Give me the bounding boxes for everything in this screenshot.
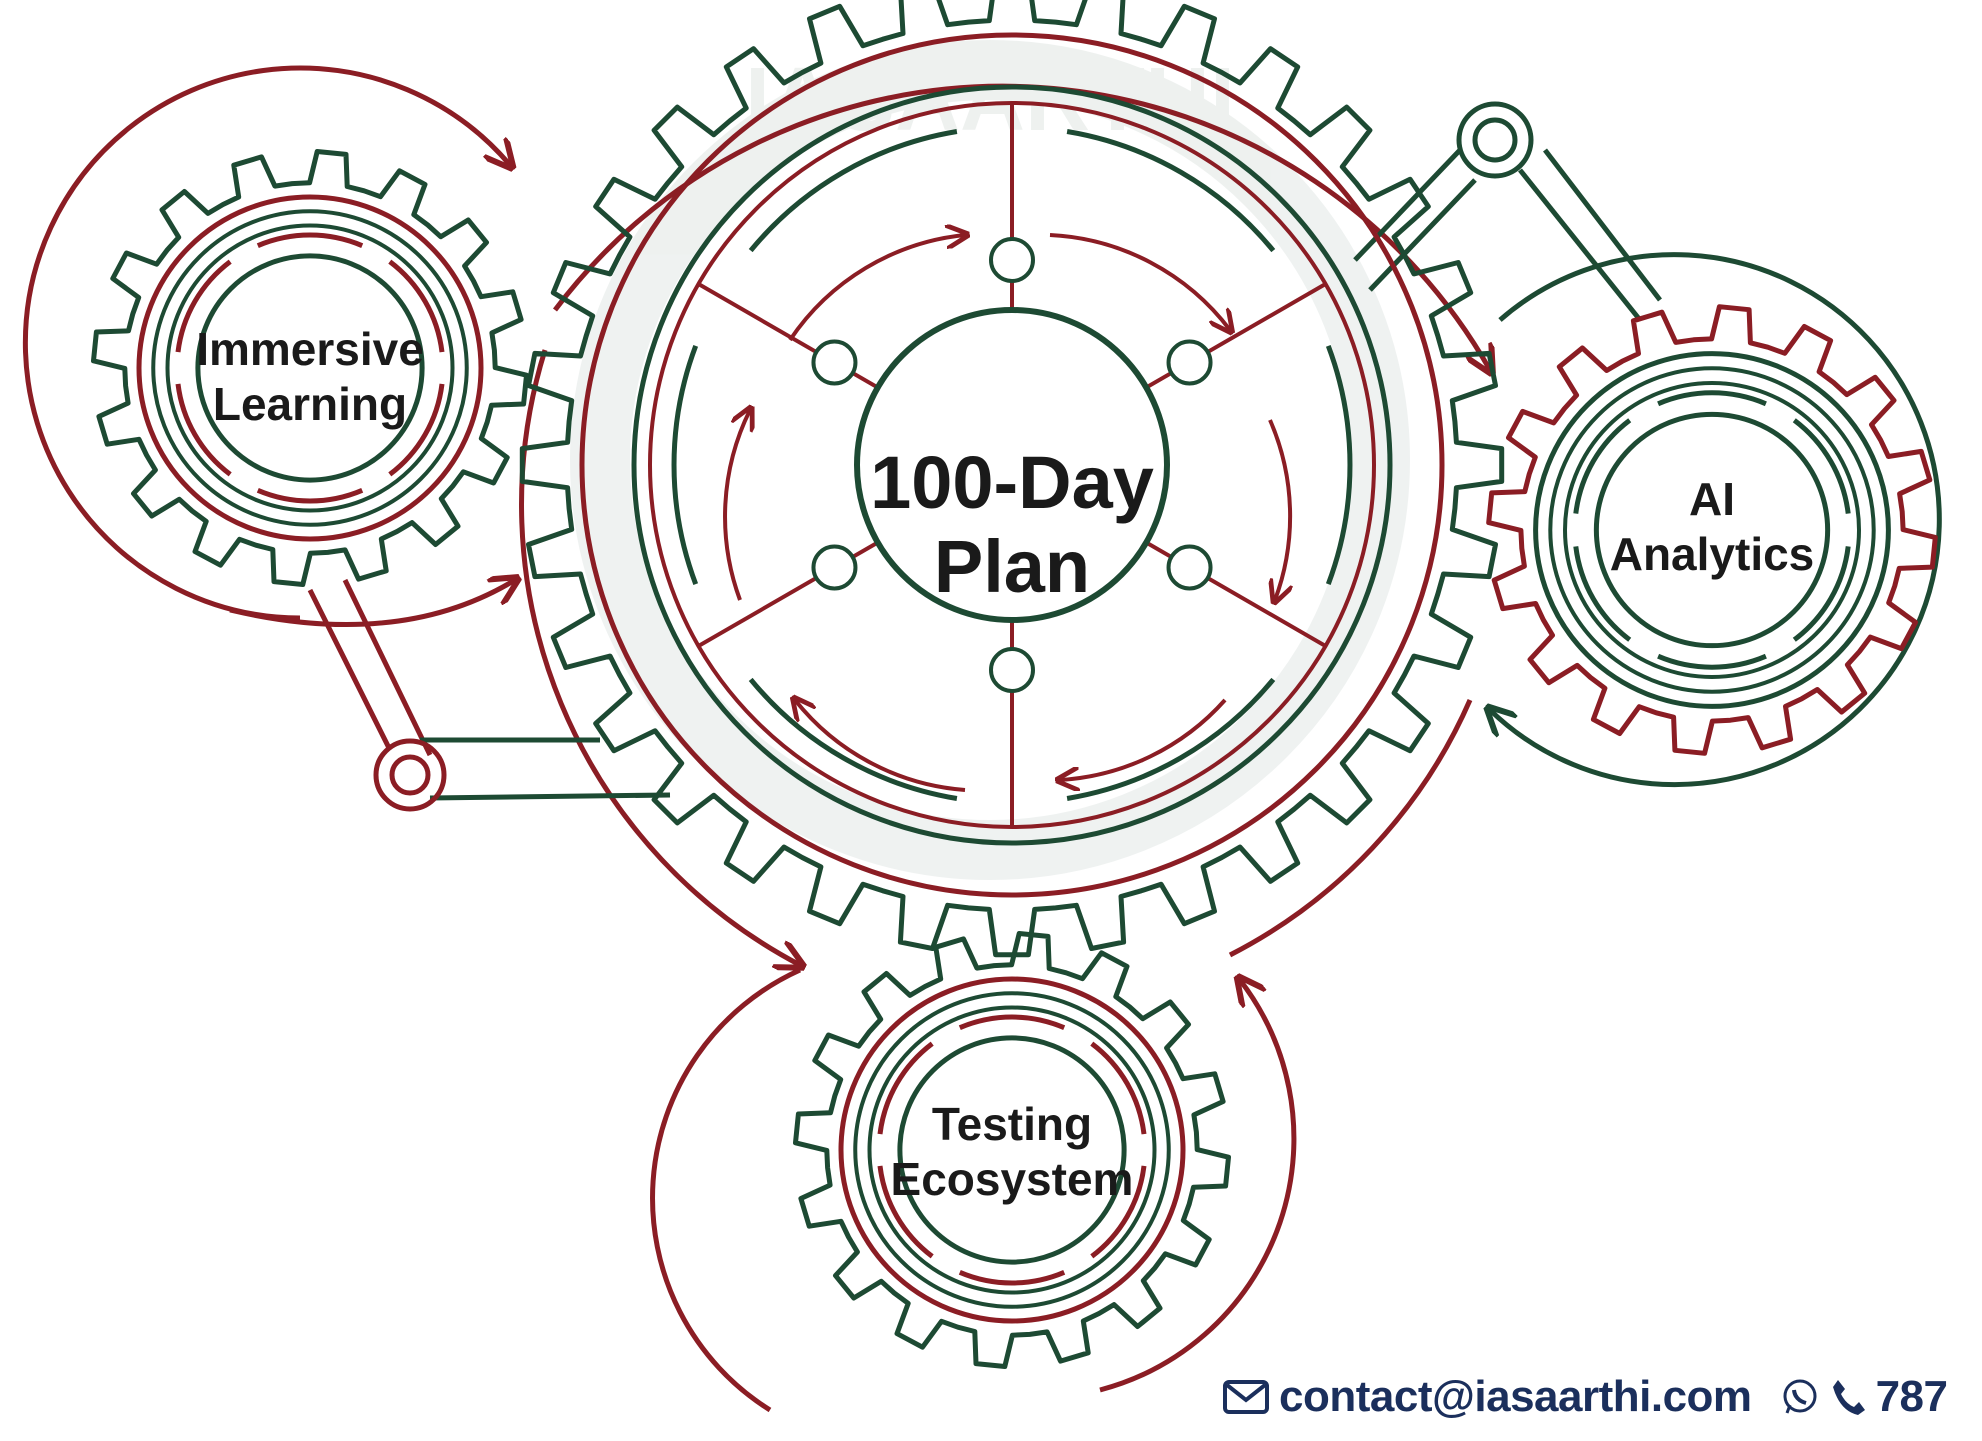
envelope-icon	[1223, 1379, 1269, 1414]
center-gear	[519, 0, 1505, 958]
linkage-left	[307, 578, 671, 812]
email-contact[interactable]: contact@iasaarthi.com	[1223, 1372, 1752, 1422]
analytics-gear-label: AI Analytics	[1610, 473, 1815, 580]
testing-right-arrow	[1099, 980, 1297, 1393]
phone-contact[interactable]: 787	[1780, 1372, 1948, 1422]
email-text[interactable]: contact@iasaarthi.com	[1279, 1371, 1752, 1421]
phone-text[interactable]: 787	[1875, 1371, 1948, 1421]
immersive-lower-arrow	[229, 580, 515, 627]
immersive-label-line2: Learning	[213, 378, 407, 430]
orbit-arrows	[22, 65, 1942, 1413]
contact-footer: contact@iasaarthi.com 787	[1195, 1352, 1982, 1441]
analytics-label-line2: Analytics	[1610, 528, 1815, 580]
immersive-gear-label: Immersive Learning	[196, 323, 424, 430]
phone-icon	[1832, 1379, 1865, 1415]
center-right-arrow	[1228, 698, 1473, 958]
ai-analytics-gear	[1486, 304, 1938, 756]
center-label-line2: Plan	[934, 525, 1090, 608]
center-label-line1: 100-Day	[870, 441, 1154, 524]
testing-label-line1: Testing	[932, 1098, 1092, 1150]
testing-ecosystem-gear	[793, 931, 1231, 1369]
analytics-orbit-arrow	[1490, 252, 1942, 788]
center-gear-label: 100-Day Plan	[870, 441, 1154, 608]
immersive-learning-gear	[91, 149, 529, 587]
testing-orbit-arrow	[650, 967, 802, 1413]
analytics-label-line1: AI	[1689, 473, 1735, 525]
testing-label-line2: Ecosystem	[891, 1153, 1134, 1205]
immersive-orbit-arrow	[22, 65, 510, 621]
whatsapp-icon	[1783, 1379, 1817, 1414]
center-rotation-arrows	[723, 235, 1290, 790]
testing-gear-label: Testing Ecosystem	[891, 1098, 1134, 1205]
immersive-label-line1: Immersive	[196, 323, 424, 375]
linkage-right	[1353, 101, 1662, 322]
